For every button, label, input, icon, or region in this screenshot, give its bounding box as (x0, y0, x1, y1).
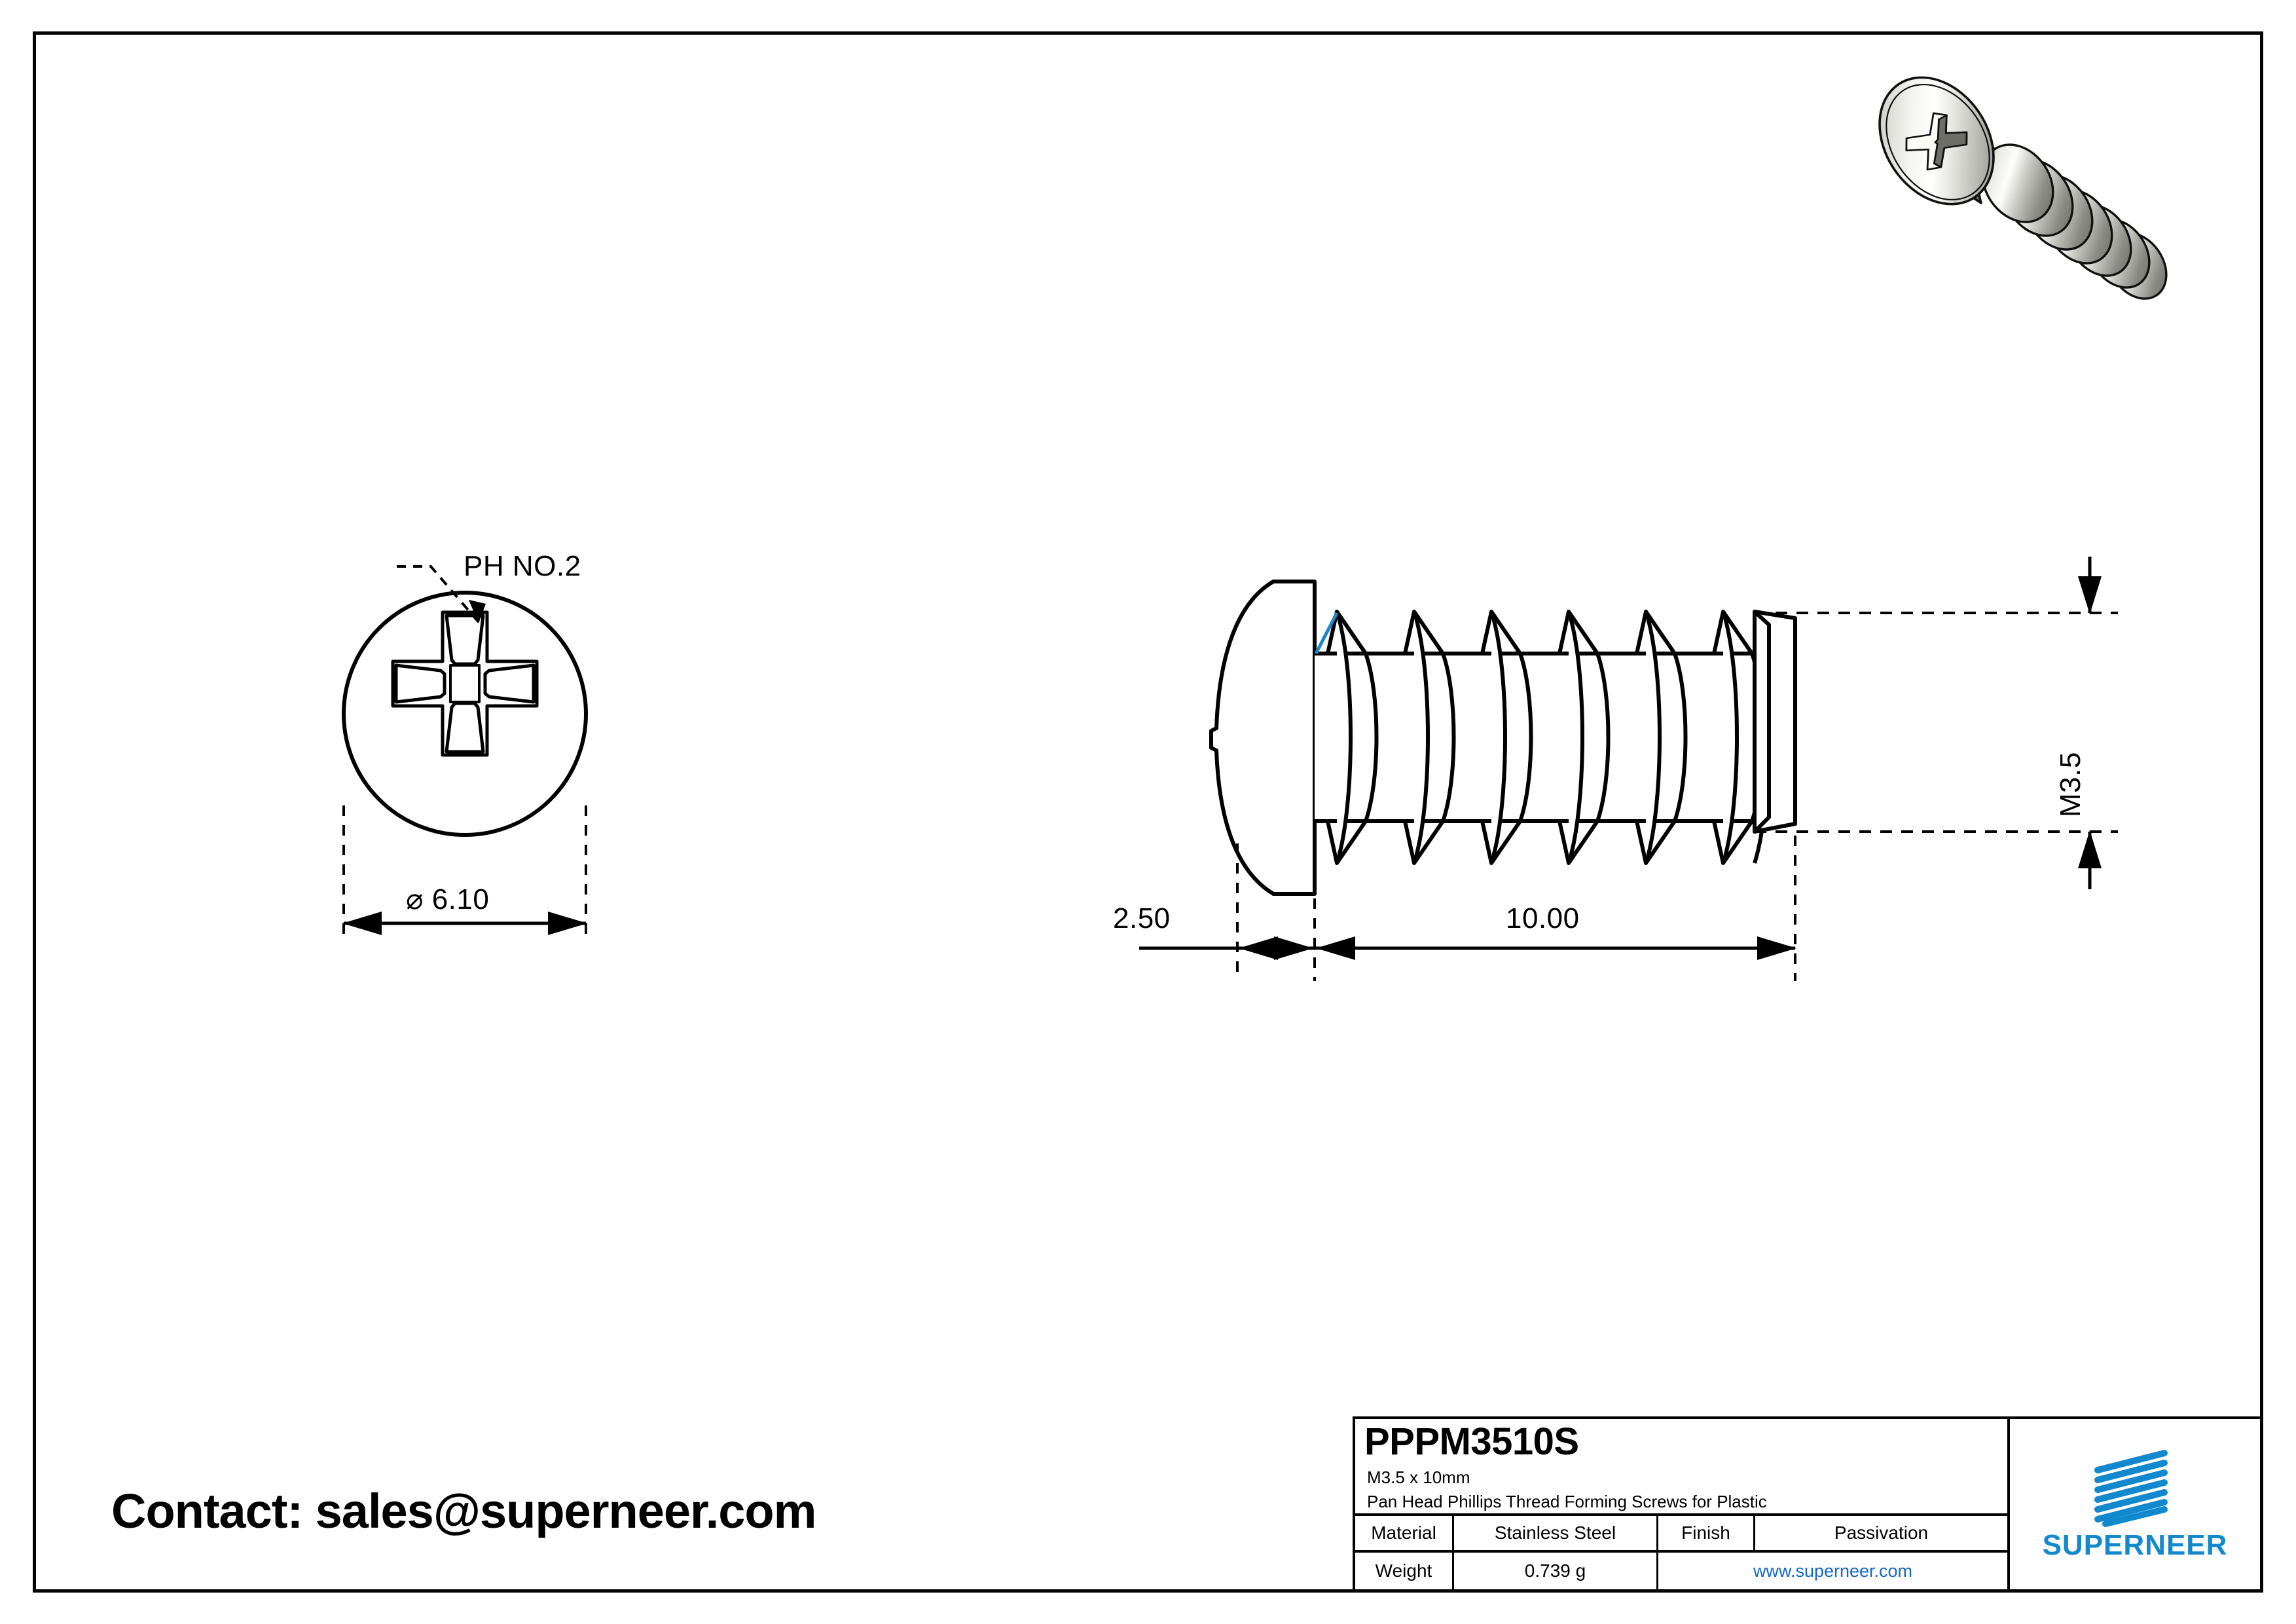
diameter-extension-lines (342, 805, 587, 936)
contact-text: Contact: sales@superneer.com (111, 1484, 816, 1538)
head-height-dimension (1139, 936, 1315, 960)
m35-reference-lines (1755, 612, 2118, 833)
side-view: M3.5 (1139, 557, 2187, 982)
part-description: Pan Head Phillips Thread Forming Screws … (1367, 1492, 1767, 1511)
superneer-logo-icon (2094, 1450, 2168, 1527)
brand-panel: SUPERNEER (2010, 1419, 2260, 1589)
phillips-recess-front (391, 610, 539, 757)
title-block-left: PPPM3510S M3.5 x 10mm Pan Head Phillips … (1355, 1419, 2010, 1589)
diameter-dimension-label: ⌀ 6.10 (406, 883, 490, 915)
screw-tip (1753, 610, 1797, 834)
pan-head-profile (1209, 580, 1317, 896)
title-block: PPPM3510S M3.5 x 10mm Pan Head Phillips … (1353, 1416, 2263, 1592)
length-dimension (1315, 936, 1796, 960)
material-row: Material Stainless Steel Finish Passivat… (1355, 1516, 2007, 1553)
head-outline-circle (342, 591, 588, 837)
m35-dimension-line (2078, 557, 2102, 889)
head-height-label: 2.50 (1113, 902, 1171, 934)
thread-diameter-label: M3.5 (2054, 752, 2086, 817)
title-block-header: PPPM3510S M3.5 x 10mm Pan Head Phillips … (1355, 1419, 2007, 1516)
website-link[interactable]: www.superneer.com (1656, 1553, 2007, 1589)
accent-edge (1314, 612, 1339, 655)
weight-label: Weight (1375, 1560, 1432, 1581)
part-number: PPPM3510S (1364, 1420, 1579, 1463)
screw-3d-render (1866, 7, 2285, 321)
ph-callout-arrowhead (469, 600, 486, 623)
finish-value: Passivation (1753, 1516, 2007, 1550)
screw-shank (1315, 652, 1794, 823)
finish-label: Finish (1656, 1516, 1753, 1550)
page-border (33, 31, 2263, 1593)
ph-callout-label: PH NO.2 (464, 550, 581, 582)
length-label: 10.00 (1506, 902, 1580, 934)
part-size: M3.5 x 10mm (1367, 1467, 1470, 1487)
diameter-dimension-line (342, 912, 587, 935)
ph-callout-leader (393, 565, 480, 623)
front-view: PH NO.2 ⌀ 6.10 (275, 498, 773, 982)
phillips-recess-3d (1905, 112, 1968, 171)
length-extension-lines (1236, 836, 1796, 981)
material-label: Material (1371, 1522, 1436, 1543)
material-value: Stainless Steel (1452, 1516, 1656, 1550)
side-view-dimensions: 2.50 10.00 (1113, 877, 2187, 995)
screw-threads-3d (1981, 143, 2168, 300)
weight-row: Weight 0.739 g www.superneer.com (1355, 1553, 2007, 1589)
weight-value: 0.739 g (1452, 1553, 1656, 1589)
brand-name: SUPERNEER (2042, 1529, 2228, 1561)
